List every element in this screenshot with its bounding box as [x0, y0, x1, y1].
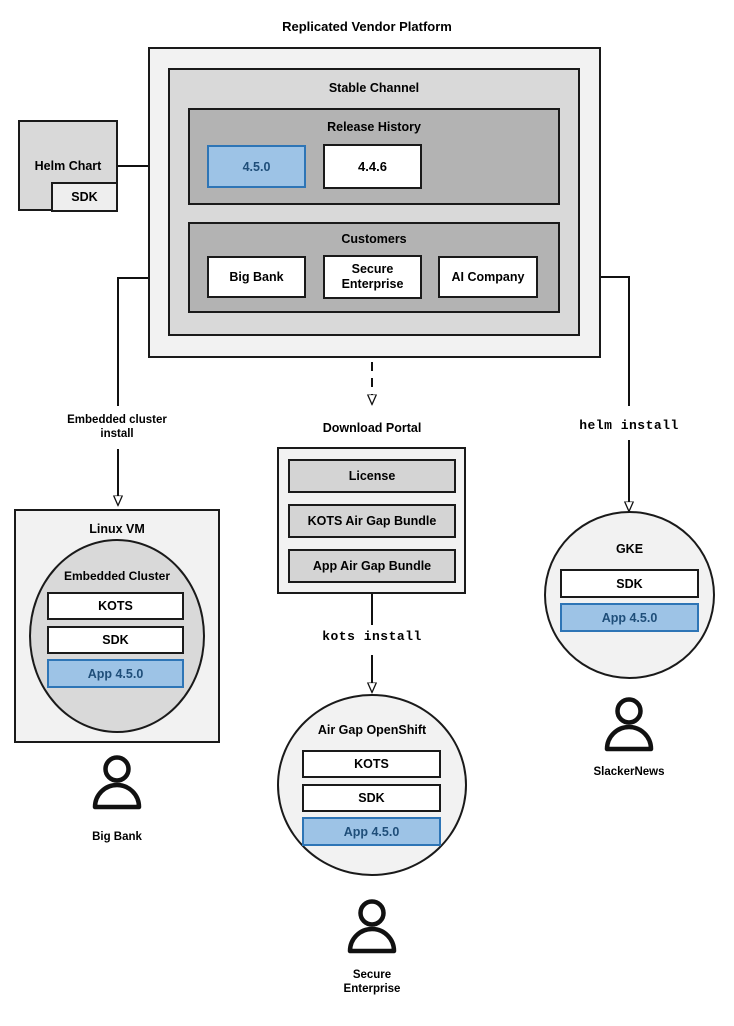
customers-label: Customers [341, 232, 407, 246]
user-avatar-slackernews [604, 697, 654, 752]
stable-channel-label: Stable Channel [328, 81, 420, 95]
gke-component-app[interactable]: App 4.5.0 [560, 603, 699, 632]
linux-vm-label: Linux VM [89, 522, 145, 536]
component-label: App 4.5.0 [87, 666, 144, 681]
linux-vm-component-app[interactable]: App 4.5.0 [47, 659, 184, 688]
component-label: SDK [616, 576, 643, 591]
download-portal-title: Download Portal [322, 421, 422, 435]
customer-label: AI Company [451, 270, 525, 284]
user-label-slackernews: SlackerNews [593, 766, 665, 778]
release-item-4-4-6[interactable]: 4.4.6 [323, 144, 422, 189]
diagram-title: Replicated Vendor Platform [282, 19, 452, 34]
helm-chart-label: Helm Chart [34, 158, 102, 173]
openshift-component-app[interactable]: App 4.5.0 [302, 817, 441, 846]
component-label: SDK [358, 791, 385, 805]
helm-install-label: helm install [579, 418, 679, 433]
gke-component-sdk[interactable]: SDK [560, 569, 699, 598]
embedded-cluster-install-label: Embedded cluster install [67, 414, 167, 441]
artifact-label: License [348, 469, 396, 483]
release-history-label: Release History [327, 120, 421, 134]
openshift-component-sdk[interactable]: SDK [302, 784, 441, 812]
download-portal-artifact-license[interactable]: License [288, 459, 456, 493]
gke-label: GKE [615, 542, 644, 556]
release-version-label: 4.5.0 [242, 159, 271, 174]
component-label: App 4.5.0 [343, 824, 400, 839]
air-gap-openshift-label: Air Gap OpenShift [317, 723, 427, 737]
component-label: KOTS [98, 599, 133, 613]
artifact-label: App Air Gap Bundle [312, 559, 432, 573]
customer-label: Big Bank [229, 270, 284, 284]
component-label: SDK [102, 633, 129, 647]
customer-ai-company[interactable]: AI Company [438, 256, 538, 298]
download-portal-artifact-kots-bundle[interactable]: KOTS Air Gap Bundle [288, 504, 456, 538]
user-label-secure-enterprise: Secure Enterprise [343, 969, 401, 996]
customer-big-bank[interactable]: Big Bank [207, 256, 306, 298]
kots-install-label: kots install [322, 629, 422, 644]
release-version-label: 4.4.6 [358, 159, 387, 174]
user-avatar-secure-enterprise [347, 899, 397, 954]
helm-chart-sdk-box[interactable]: SDK [51, 182, 118, 212]
embedded-cluster-label: Embedded Cluster [63, 569, 171, 583]
artifact-label: KOTS Air Gap Bundle [307, 514, 437, 528]
user-label-big-bank: Big Bank [92, 831, 142, 843]
linux-vm-component-kots[interactable]: KOTS [47, 592, 184, 620]
openshift-component-kots[interactable]: KOTS [302, 750, 441, 778]
helm-chart-sdk-label: SDK [71, 190, 98, 204]
user-avatar-big-bank [92, 755, 142, 810]
linux-vm-component-sdk[interactable]: SDK [47, 626, 184, 654]
release-item-4-5-0[interactable]: 4.5.0 [207, 145, 306, 188]
customer-label: Secure Enterprise [341, 262, 404, 291]
customer-secure-enterprise[interactable]: Secure Enterprise [323, 255, 422, 299]
component-label: App 4.5.0 [601, 610, 658, 625]
download-portal-artifact-app-bundle[interactable]: App Air Gap Bundle [288, 549, 456, 583]
component-label: KOTS [354, 757, 389, 771]
